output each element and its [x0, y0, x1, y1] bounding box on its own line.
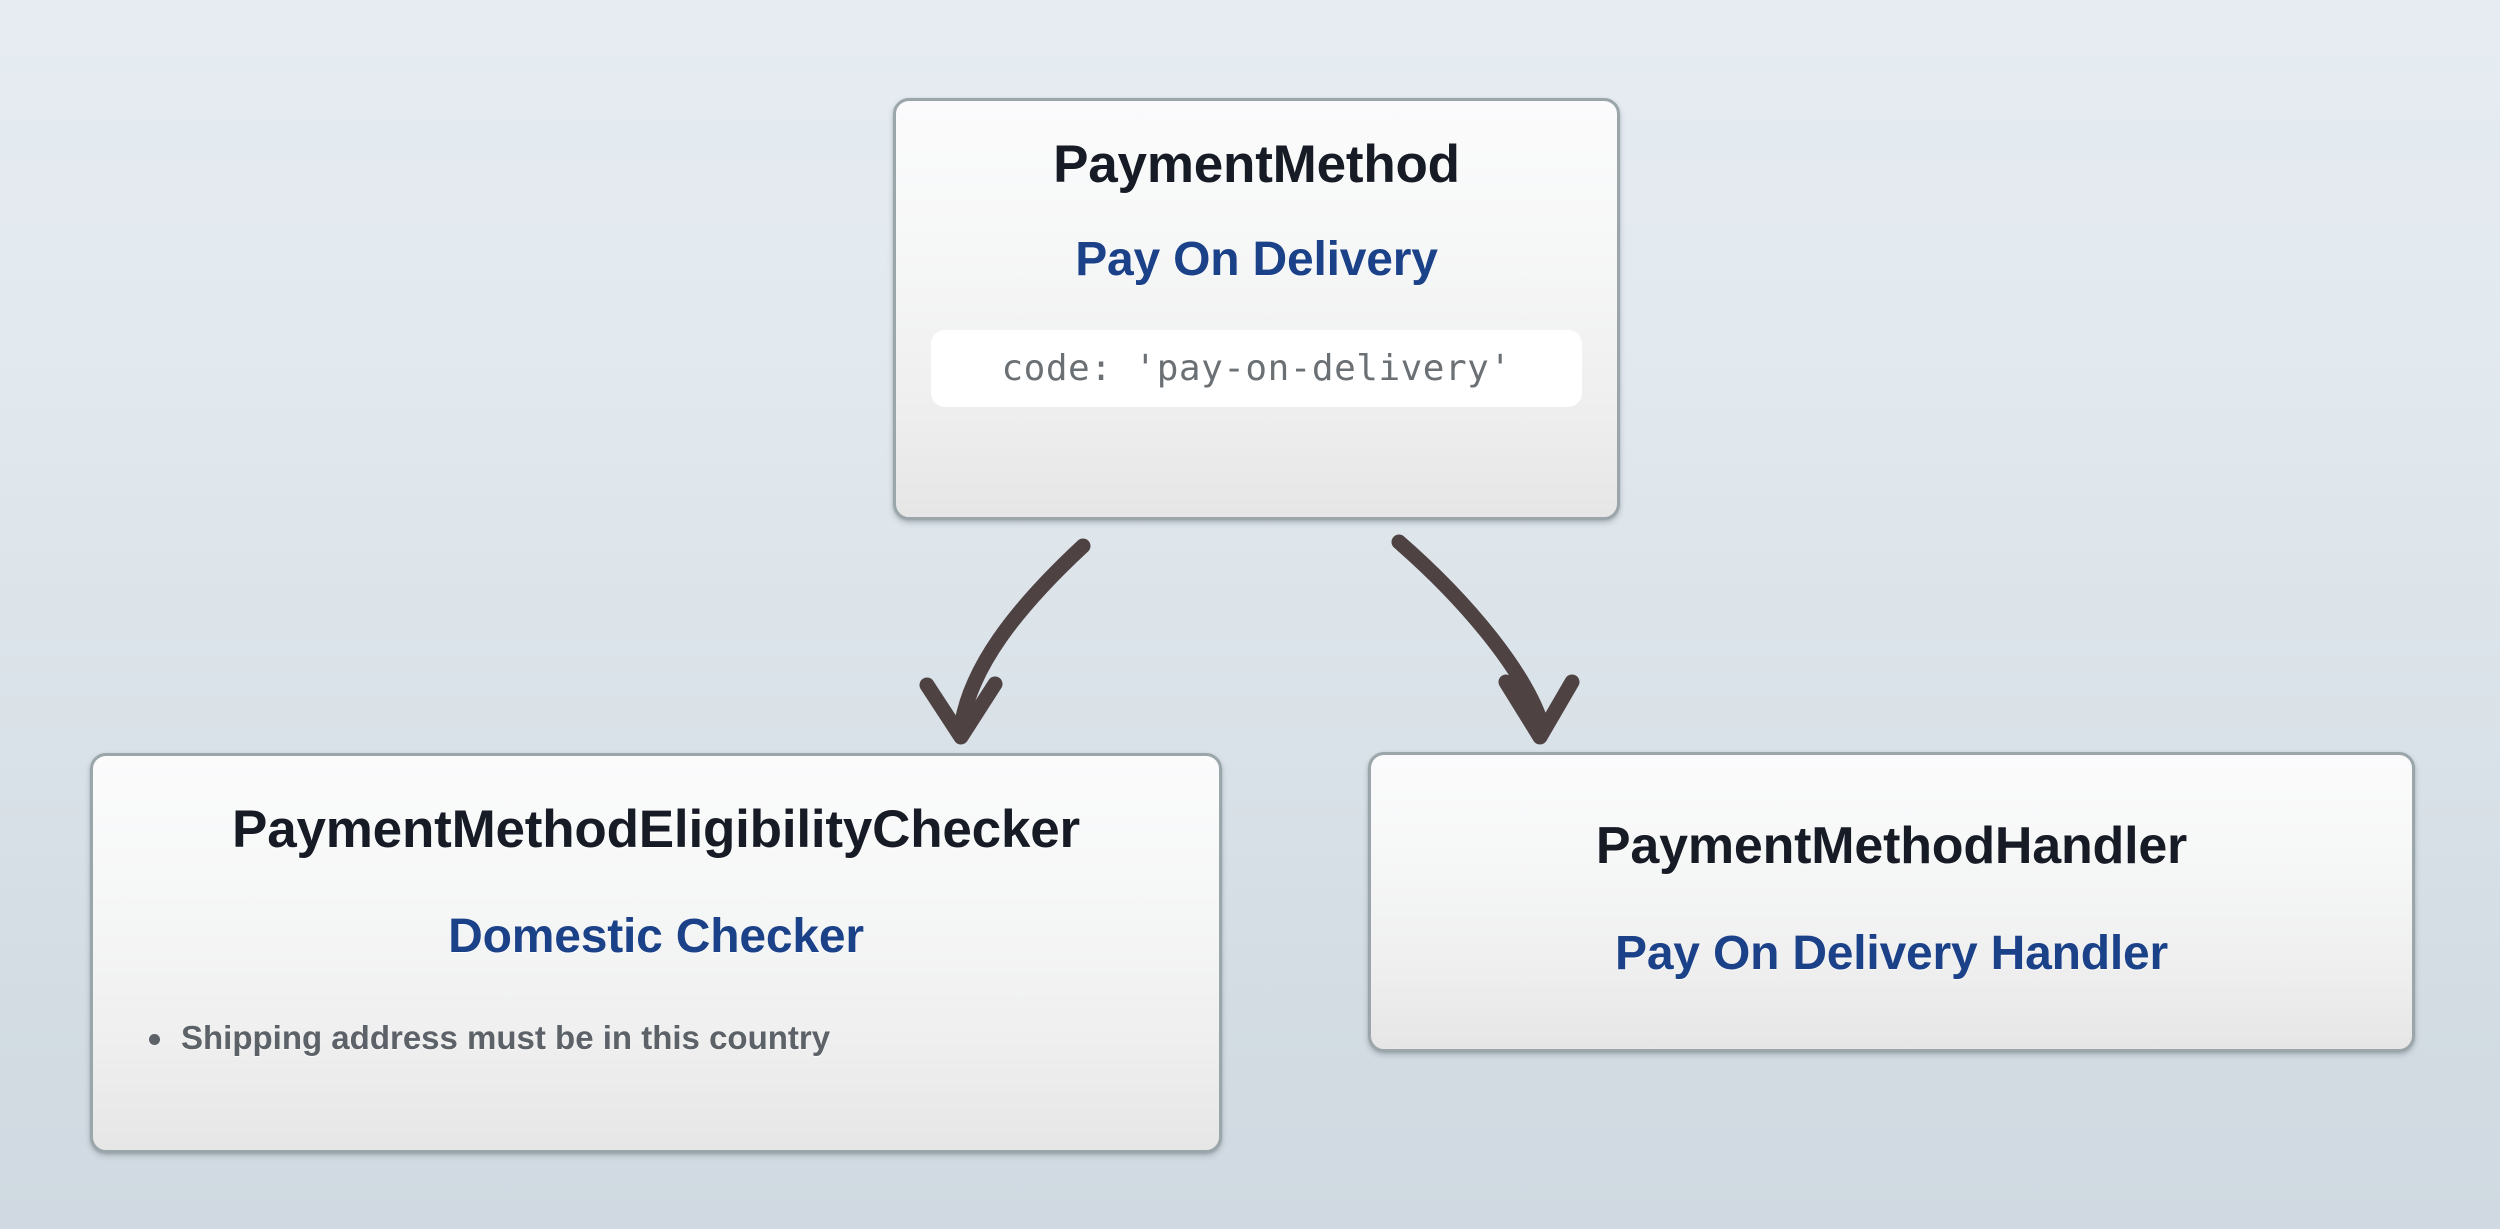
node-payment-method[interactable]: PaymentMethod Pay On Delivery code: 'pay…	[893, 98, 1620, 520]
node-payment-method-handler[interactable]: PaymentMethodHandler Pay On Delivery Han…	[1368, 752, 2415, 1052]
eligibility-rule-list: Shipping address must be in this country	[123, 1018, 1189, 1058]
list-item: Shipping address must be in this country	[141, 1018, 1189, 1058]
node-eligibility-checker-display-name: Domestic Checker	[448, 909, 864, 963]
node-eligibility-checker[interactable]: PaymentMethodEligibilityChecker Domestic…	[90, 753, 1222, 1153]
connector-payment-method-to-handler	[1391, 534, 1580, 745]
node-eligibility-checker-class-name: PaymentMethodEligibilityChecker	[232, 800, 1080, 859]
connector-payment-method-to-eligibility-checker	[919, 538, 1091, 745]
node-payment-method-code: code: 'pay-on-delivery'	[931, 330, 1582, 408]
node-payment-method-display-name: Pay On Delivery	[1075, 232, 1438, 286]
node-payment-method-handler-class-name: PaymentMethodHandler	[1595, 816, 2188, 875]
node-payment-method-handler-display-name: Pay On Delivery Handler	[1615, 927, 2168, 981]
node-payment-method-class-name: PaymentMethod	[1053, 135, 1460, 194]
